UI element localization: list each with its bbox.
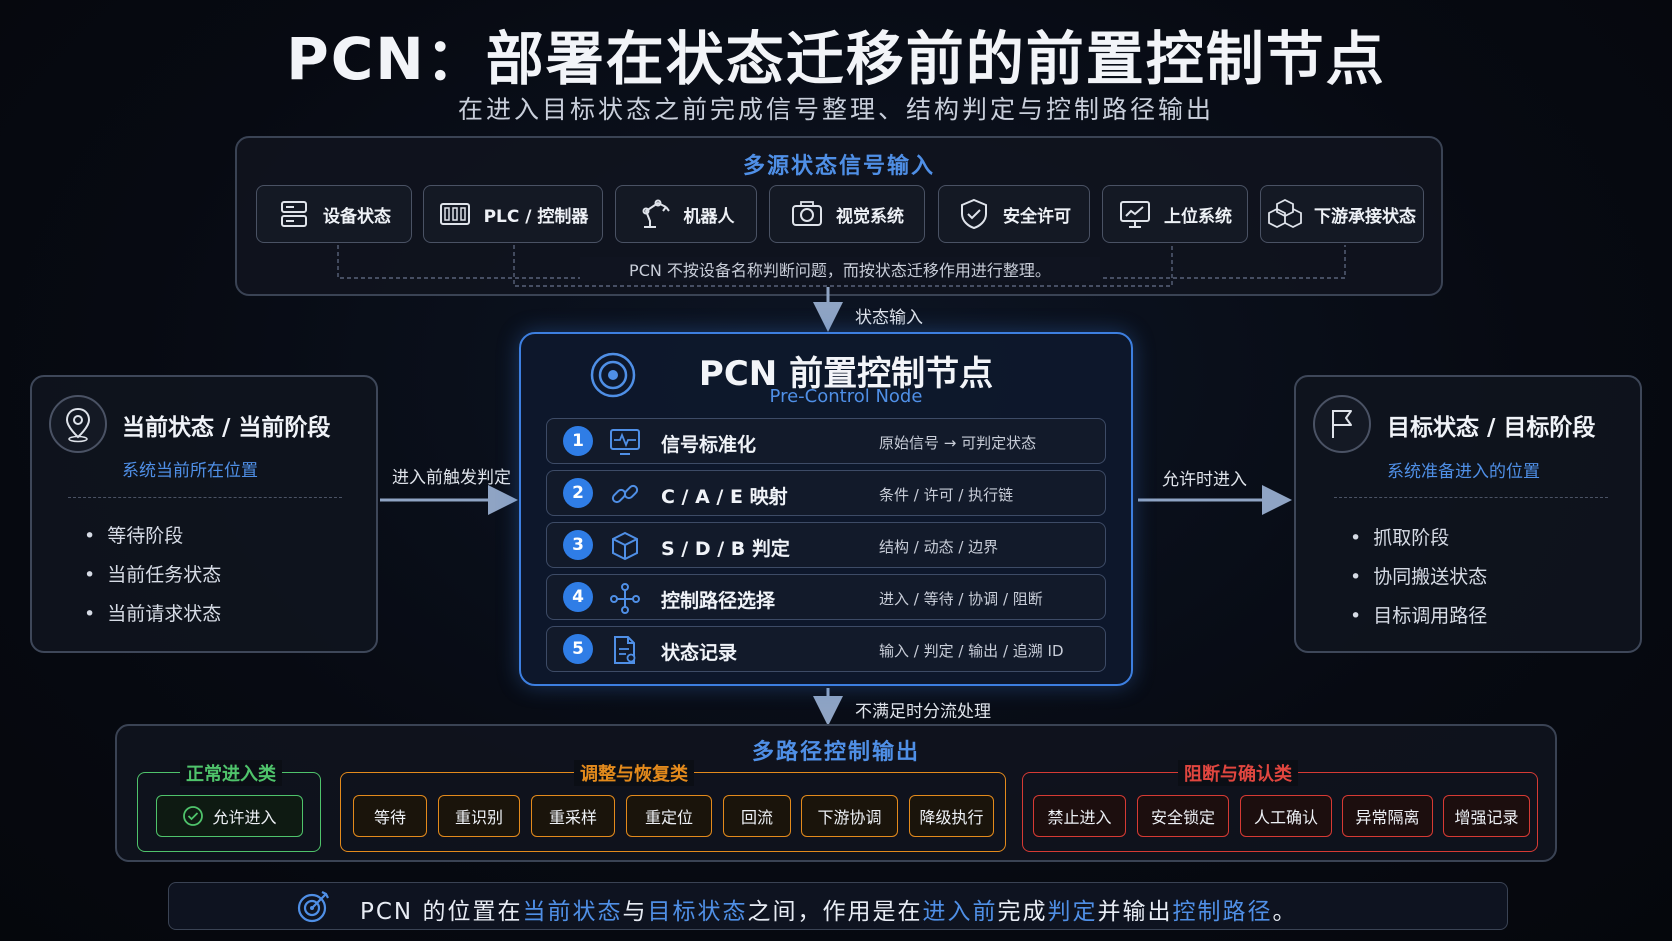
monitor-chart-icon bbox=[1120, 201, 1150, 228]
flag-icon bbox=[1313, 395, 1371, 453]
step-desc: 结构 / 动态 / 边界 bbox=[879, 538, 999, 556]
source-label: 视觉系统 bbox=[836, 206, 904, 227]
step-number: 2 bbox=[563, 478, 593, 508]
step-number: 4 bbox=[563, 582, 593, 612]
input-note: PCN 不按设备名称判断问题，而按状态迁移作用进行整理。 bbox=[580, 257, 1100, 281]
step-name: 控制路径选择 bbox=[661, 590, 776, 612]
group-block-title: 阻断与确认类 bbox=[1178, 760, 1298, 786]
source-vision: 视觉系统 bbox=[769, 185, 925, 243]
source-label: 安全许可 bbox=[1003, 206, 1071, 227]
step-desc: 条件 / 许可 / 执行链 bbox=[879, 486, 1014, 504]
arrow-label-divert: 不满足时分流处理 bbox=[855, 702, 991, 722]
source-label: 机器人 bbox=[683, 206, 735, 227]
target-state-subtitle: 系统准备进入的位置 bbox=[1387, 462, 1540, 482]
source-robot: 机器人 bbox=[615, 185, 757, 243]
source-safety: 安全许可 bbox=[938, 185, 1090, 243]
source-downstream: 下游承接状态 bbox=[1260, 185, 1424, 243]
step-name: 状态记录 bbox=[661, 642, 738, 664]
plc-icon bbox=[439, 203, 470, 225]
server-icon bbox=[281, 201, 307, 227]
source-label: 设备状态 bbox=[323, 206, 391, 227]
output-degraded-execution: 降级执行 bbox=[909, 795, 994, 837]
output-anomaly-isolation: 异常隔离 bbox=[1342, 795, 1433, 837]
step-name: S / D / B 判定 bbox=[661, 538, 790, 560]
check-circle-icon bbox=[183, 806, 204, 826]
target-item: • 目标调用路径 bbox=[1350, 605, 1488, 627]
step-desc: 输入 / 判定 / 输出 / 追溯 ID bbox=[879, 642, 1064, 660]
pcn-node-title: PCN 前置控制节点 bbox=[698, 354, 994, 394]
divider bbox=[68, 497, 342, 498]
step-desc: 进入 / 等待 / 协调 / 阻断 bbox=[879, 590, 1043, 608]
current-state-subtitle: 系统当前所在位置 bbox=[122, 461, 258, 481]
source-host: 上位系统 bbox=[1102, 185, 1248, 243]
group-adjust-title: 调整与恢复类 bbox=[574, 760, 694, 786]
output-downstream-coordination: 下游协调 bbox=[801, 795, 898, 837]
robot-arm-icon bbox=[642, 199, 670, 228]
target-dart-icon bbox=[297, 891, 329, 923]
arrow-label-allow-entry: 允许时进入 bbox=[1162, 470, 1247, 490]
output-return-flow: 回流 bbox=[723, 795, 791, 837]
target-item: • 抓取阶段 bbox=[1350, 527, 1450, 549]
source-label: 上位系统 bbox=[1164, 206, 1232, 227]
step-number: 3 bbox=[563, 530, 593, 560]
arrow-label-state-input: 状态输入 bbox=[855, 308, 923, 328]
pcn-node-subtitle: Pre-Control Node bbox=[769, 386, 923, 407]
output-forbid-entry: 禁止进入 bbox=[1033, 795, 1126, 837]
source-plc: PLC / 控制器 bbox=[423, 185, 603, 243]
source-device-status: 设备状态 bbox=[256, 185, 412, 243]
step-4: 4 控制路径选择 进入 / 等待 / 协调 / 阻断 bbox=[546, 574, 1106, 620]
step-name: C / A / E 映射 bbox=[661, 486, 788, 508]
output-panel-title: 多路径控制输出 bbox=[751, 740, 920, 765]
current-state-title: 当前状态 / 当前阶段 bbox=[122, 415, 331, 441]
source-label: 下游承接状态 bbox=[1314, 206, 1416, 227]
output-relocate: 重定位 bbox=[626, 795, 712, 837]
step-1: 1 信号标准化 原始信号 → 可判定状态 bbox=[546, 418, 1106, 464]
step-number: 5 bbox=[563, 634, 593, 664]
camera-icon bbox=[792, 201, 822, 226]
target-state-title: 目标状态 / 目标阶段 bbox=[1387, 415, 1596, 441]
page-title: PCN：部署在状态迁移前的前置控制节点 bbox=[286, 25, 1386, 93]
summary-bar bbox=[168, 882, 1508, 930]
document-icon bbox=[614, 636, 636, 664]
cubes-icon bbox=[1268, 198, 1302, 229]
output-safety-lock: 安全锁定 bbox=[1137, 795, 1229, 837]
arrow-label-pre-entry: 进入前触发判定 bbox=[392, 468, 511, 488]
signal-monitor-icon bbox=[610, 429, 640, 455]
current-item: • 当前任务状态 bbox=[84, 564, 222, 586]
output-manual-confirm: 人工确认 bbox=[1240, 795, 1332, 837]
output-resample: 重采样 bbox=[531, 795, 615, 837]
branch-icon bbox=[610, 583, 640, 614]
output-wait: 等待 bbox=[353, 795, 427, 837]
location-pin-icon bbox=[49, 395, 107, 453]
source-label: PLC / 控制器 bbox=[483, 206, 589, 227]
divider bbox=[1334, 497, 1608, 498]
current-item: • 当前请求状态 bbox=[84, 603, 222, 625]
step-name: 信号标准化 bbox=[661, 434, 757, 456]
output-panel bbox=[115, 724, 1557, 862]
output-allow-entry: 允许进入 bbox=[156, 795, 303, 837]
group-normal-title: 正常进入类 bbox=[180, 760, 282, 786]
summary-text: PCN 的位置在当前状态与目标状态之间，作用是在进入前完成判定并输出控制路径。 bbox=[360, 899, 1298, 925]
step-2: 2 C / A / E 映射 条件 / 许可 / 执行链 bbox=[546, 470, 1106, 516]
page-subtitle: 在进入目标状态之前完成信号整理、结构判定与控制路径输出 bbox=[457, 95, 1214, 124]
output-enhanced-logging: 增强记录 bbox=[1443, 795, 1530, 837]
link-icon bbox=[611, 484, 639, 504]
current-item: • 等待阶段 bbox=[84, 525, 184, 547]
target-rings-icon bbox=[590, 352, 636, 398]
step-5: 5 状态记录 输入 / 判定 / 输出 / 追溯 ID bbox=[546, 626, 1106, 672]
output-reidentify: 重识别 bbox=[438, 795, 520, 837]
shield-check-icon bbox=[961, 198, 987, 230]
input-panel-title: 多源状态信号输入 bbox=[742, 154, 935, 179]
step-desc: 原始信号 → 可判定状态 bbox=[879, 434, 1037, 452]
cube-icon bbox=[612, 531, 638, 561]
target-item: • 协同搬送状态 bbox=[1350, 566, 1488, 588]
step-3: 3 S / D / B 判定 结构 / 动态 / 边界 bbox=[546, 522, 1106, 568]
step-number: 1 bbox=[563, 426, 593, 456]
